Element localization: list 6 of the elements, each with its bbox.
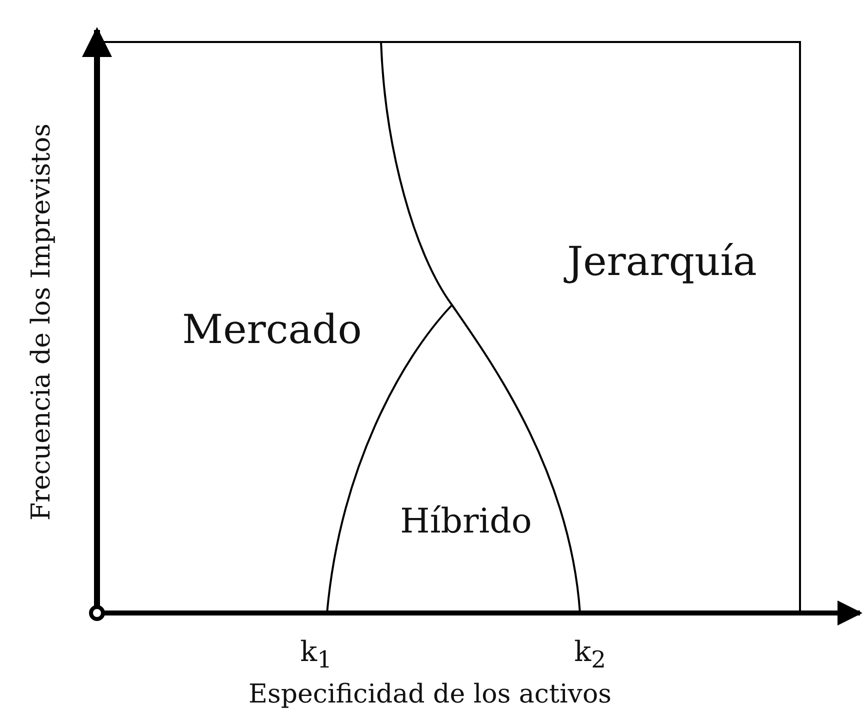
tick-label: k$_{2}$ bbox=[574, 636, 606, 674]
region-label: Híbrido bbox=[400, 503, 532, 541]
axis-title: Especificidad de los activos bbox=[248, 680, 612, 710]
axis-title: Frecuencia de los Imprevistos bbox=[28, 124, 56, 520]
tick-label: k$_{1}$ bbox=[300, 636, 332, 674]
region-label: Mercado bbox=[182, 308, 362, 352]
